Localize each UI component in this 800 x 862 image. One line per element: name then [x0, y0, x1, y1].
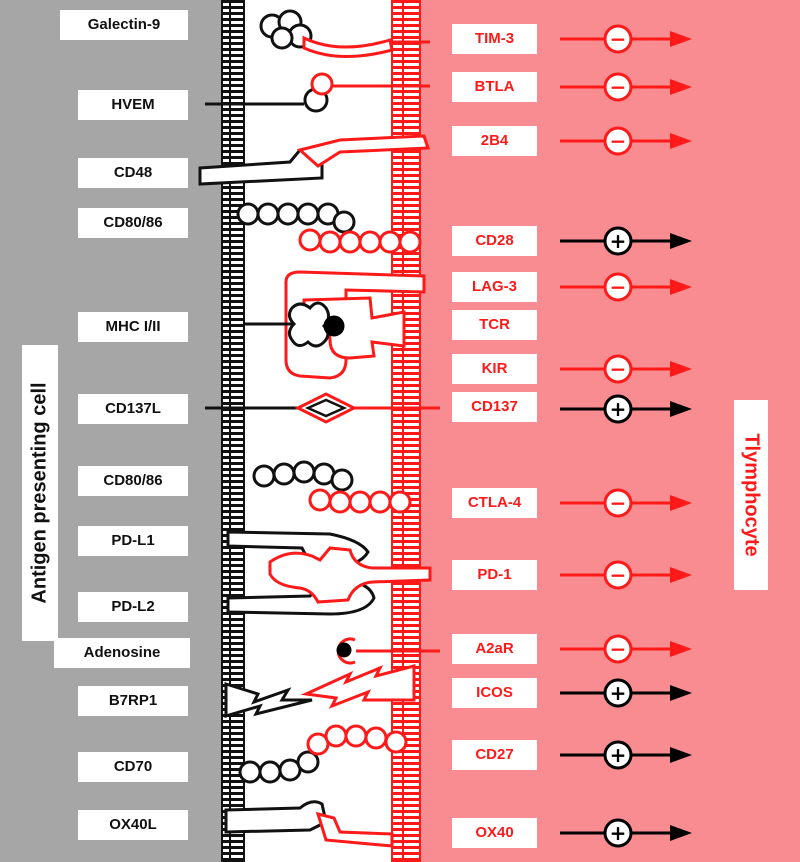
- inhibitory-signal-arrow: −: [560, 24, 692, 54]
- apc-membrane-edge: [221, 0, 245, 862]
- signal-symbol: −: [610, 563, 627, 587]
- stimulatory-signal-arrow: +: [560, 818, 692, 848]
- signal-symbol: +: [610, 397, 627, 421]
- tcell-title: Tlymphocyte: [734, 400, 768, 590]
- receptor-label: CD28: [452, 226, 537, 256]
- receptor-label: CTLA-4: [452, 488, 537, 518]
- pdl-pd1-complex: [226, 530, 432, 616]
- tcell-membrane-edge: [391, 0, 421, 862]
- stimulatory-signal-arrow: +: [560, 394, 692, 424]
- ligand-label: CD48: [78, 158, 188, 188]
- ligand-label: OX40L: [78, 810, 188, 840]
- galectin9-tim3-pair: [259, 9, 430, 58]
- inhibitory-signal-arrow: −: [560, 634, 692, 664]
- inhibitory-signal-arrow: −: [560, 72, 692, 102]
- signal-arrows: − − − + − − + − − − + + +: [560, 24, 692, 848]
- inhibitory-signal-arrow: −: [560, 126, 692, 156]
- ox40l-ox40-pair: [224, 800, 394, 848]
- receptor-label: 2B4: [452, 126, 537, 156]
- adenosine-a2ar-pair: [336, 637, 440, 665]
- cd137l-cd137-pair: [205, 392, 440, 424]
- signal-symbol: −: [610, 637, 627, 661]
- mhc-tcr-lag3-complex: [244, 270, 426, 380]
- signal-symbol: +: [610, 821, 627, 845]
- inhibitory-signal-arrow: −: [560, 272, 692, 302]
- signal-symbol: −: [610, 27, 627, 51]
- stimulatory-signal-arrow: +: [560, 740, 692, 770]
- receptor-label: BTLA: [452, 72, 537, 102]
- ligand-label: CD70: [78, 752, 188, 782]
- apc-title: Antigen presenting cell: [22, 345, 58, 641]
- ligand-label: Adenosine: [54, 638, 190, 668]
- cd80-cd28-pair: [236, 202, 422, 254]
- apc-membrane: [222, 0, 244, 862]
- cd48-2b4-pair: [198, 134, 431, 186]
- receptor-label: OX40: [452, 818, 537, 848]
- inhibitory-signal-arrow: −: [560, 560, 692, 590]
- receptor-label: CD27: [452, 740, 537, 770]
- ligand-label: PD-L2: [78, 592, 188, 622]
- receptor-label: KIR: [452, 354, 537, 384]
- receptor-label: ICOS: [452, 678, 537, 708]
- inhibitory-signal-arrow: −: [560, 354, 692, 384]
- signal-symbol: +: [610, 229, 627, 253]
- ligand-label: B7RP1: [78, 686, 188, 716]
- receptor-label: TIM-3: [452, 24, 537, 54]
- ligand-label: PD-L1: [78, 526, 188, 556]
- cd70-cd27-pair: [238, 724, 408, 784]
- signal-symbol: −: [610, 491, 627, 515]
- receptor-label: A2aR: [452, 634, 537, 664]
- tcell-title-text: Tlymphocyte: [740, 433, 763, 557]
- signal-symbol: −: [610, 357, 627, 381]
- stimulatory-signal-arrow: +: [560, 226, 692, 256]
- ligand-label: CD137L: [78, 394, 188, 424]
- stimulatory-signal-arrow: +: [560, 678, 692, 708]
- receptor-label: LAG-3: [452, 272, 537, 302]
- signal-symbol: −: [610, 75, 627, 99]
- ligand-label: HVEM: [78, 90, 188, 120]
- ligand-label: MHC I/II: [78, 312, 188, 342]
- apc-title-text: Antigen presenting cell: [28, 382, 51, 604]
- ligand-label: CD80/86: [78, 466, 188, 496]
- signal-symbol: +: [610, 743, 627, 767]
- ligand-label: CD80/86: [78, 208, 188, 238]
- cd80-ctla4-pair: [252, 460, 412, 514]
- signal-symbol: +: [610, 681, 627, 705]
- b7rp1-icos-pair: [224, 664, 416, 719]
- receptor-label: PD-1: [452, 560, 537, 590]
- hvem-btla-pair: [205, 72, 430, 113]
- inhibitory-signal-arrow: −: [560, 488, 692, 518]
- receptor-label: TCR: [452, 310, 537, 340]
- signal-symbol: −: [610, 129, 627, 153]
- signal-symbol: −: [610, 275, 627, 299]
- ligand-label: Galectin-9: [60, 10, 188, 40]
- receptor-label: CD137: [452, 392, 537, 422]
